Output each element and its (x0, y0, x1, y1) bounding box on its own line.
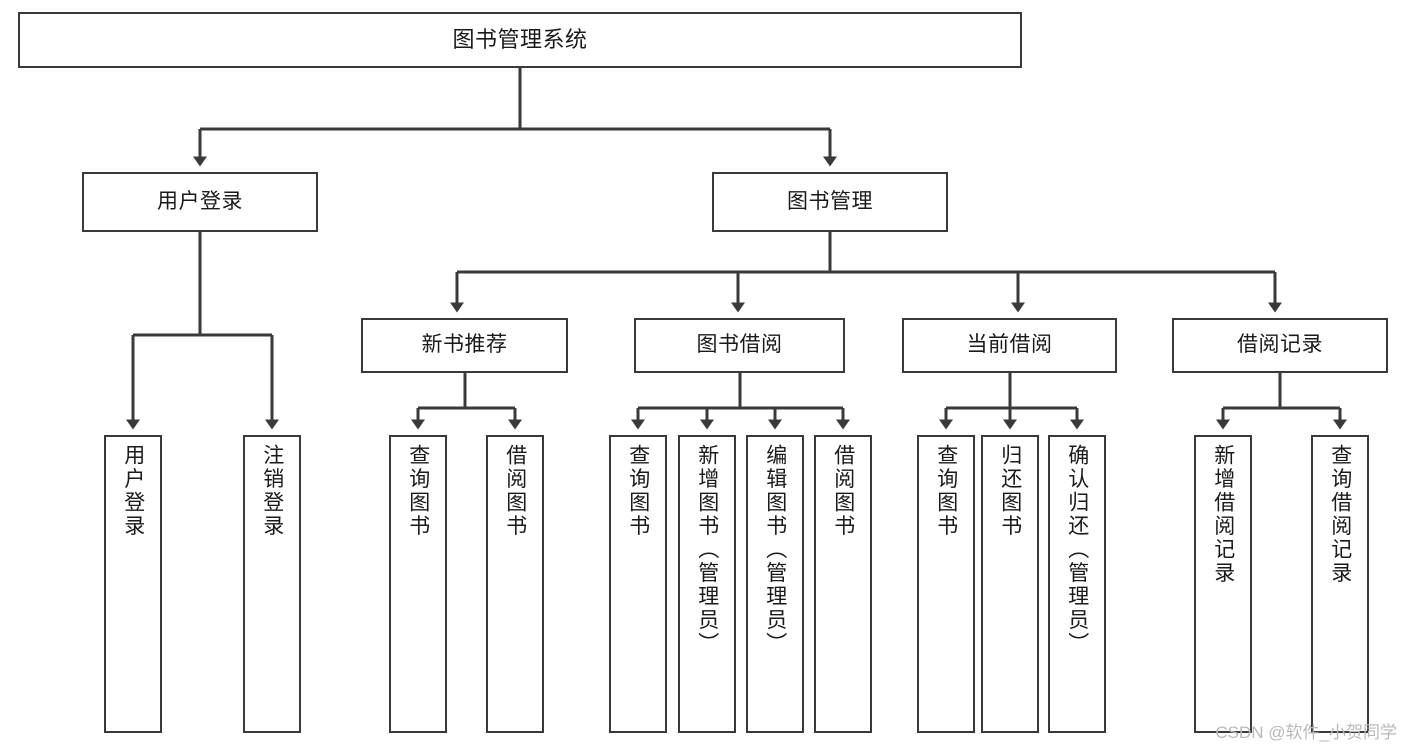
node-new-book-rec[interactable]: 新书推荐 (361, 318, 568, 373)
csdn-watermark: CSDN @软件_小贺同学 (1215, 723, 1397, 742)
node-leaf-borrow-query-label: 查询图书 (626, 444, 650, 538)
node-leaf-cur-query[interactable]: 查询图书 (917, 435, 975, 733)
node-book-manage[interactable]: 图书管理 (712, 172, 948, 232)
node-leaf-rec-add[interactable]: 新增借阅记录 (1194, 435, 1252, 733)
node-leaf-rec-borrow[interactable]: 借阅图书 (486, 435, 544, 733)
node-book-borrow[interactable]: 图书借阅 (634, 318, 845, 373)
node-leaf-borrow-do[interactable]: 借阅图书 (814, 435, 872, 733)
node-current-borrow-label: 当前借阅 (966, 333, 1053, 357)
node-leaf-rec-query-label: 查询图书 (406, 444, 430, 538)
node-leaf-rec-query[interactable]: 查询图书 (389, 435, 447, 733)
node-leaf-cur-query-label: 查询图书 (934, 444, 958, 538)
node-leaf-cur-confirm-label: 确认归还（管理员） (1065, 444, 1089, 656)
node-root[interactable]: 图书管理系统 (18, 12, 1022, 68)
node-borrow-record[interactable]: 借阅记录 (1172, 318, 1388, 373)
node-leaf-borrow-query[interactable]: 查询图书 (609, 435, 667, 733)
node-leaf-rec-add-label: 新增借阅记录 (1211, 444, 1235, 585)
node-leaf-cur-return-label: 归还图书 (998, 444, 1022, 538)
node-root-label: 图书管理系统 (452, 27, 588, 53)
node-leaf-cur-return[interactable]: 归还图书 (981, 435, 1039, 733)
node-user-login-label: 用户登录 (157, 189, 243, 213)
node-leaf-rec-search-label: 查询借阅记录 (1328, 444, 1352, 585)
node-leaf-borrow-edit[interactable]: 编辑图书（管理员） (746, 435, 804, 733)
node-borrow-record-label: 借阅记录 (1237, 333, 1323, 357)
node-new-book-rec-label: 新书推荐 (421, 333, 508, 357)
node-user-login[interactable]: 用户登录 (82, 172, 318, 232)
node-leaf-rec-search[interactable]: 查询借阅记录 (1311, 435, 1369, 733)
node-leaf-user-login[interactable]: 用户登录 (104, 435, 162, 733)
node-leaf-user-login-label: 用户登录 (121, 444, 145, 538)
node-leaf-rec-borrow-label: 借阅图书 (503, 444, 527, 538)
node-leaf-user-logout-label: 注销登录 (260, 444, 284, 538)
node-current-borrow[interactable]: 当前借阅 (902, 318, 1117, 373)
node-leaf-borrow-edit-label: 编辑图书（管理员） (763, 444, 787, 656)
node-leaf-user-logout[interactable]: 注销登录 (243, 435, 301, 733)
node-leaf-borrow-add-label: 新增图书（管理员） (695, 444, 719, 656)
node-book-borrow-label: 图书借阅 (696, 333, 783, 357)
node-leaf-cur-confirm[interactable]: 确认归还（管理员） (1048, 435, 1106, 733)
node-leaf-borrow-add[interactable]: 新增图书（管理员） (678, 435, 736, 733)
node-leaf-borrow-do-label: 借阅图书 (831, 444, 855, 538)
node-book-manage-label: 图书管理 (787, 189, 873, 213)
